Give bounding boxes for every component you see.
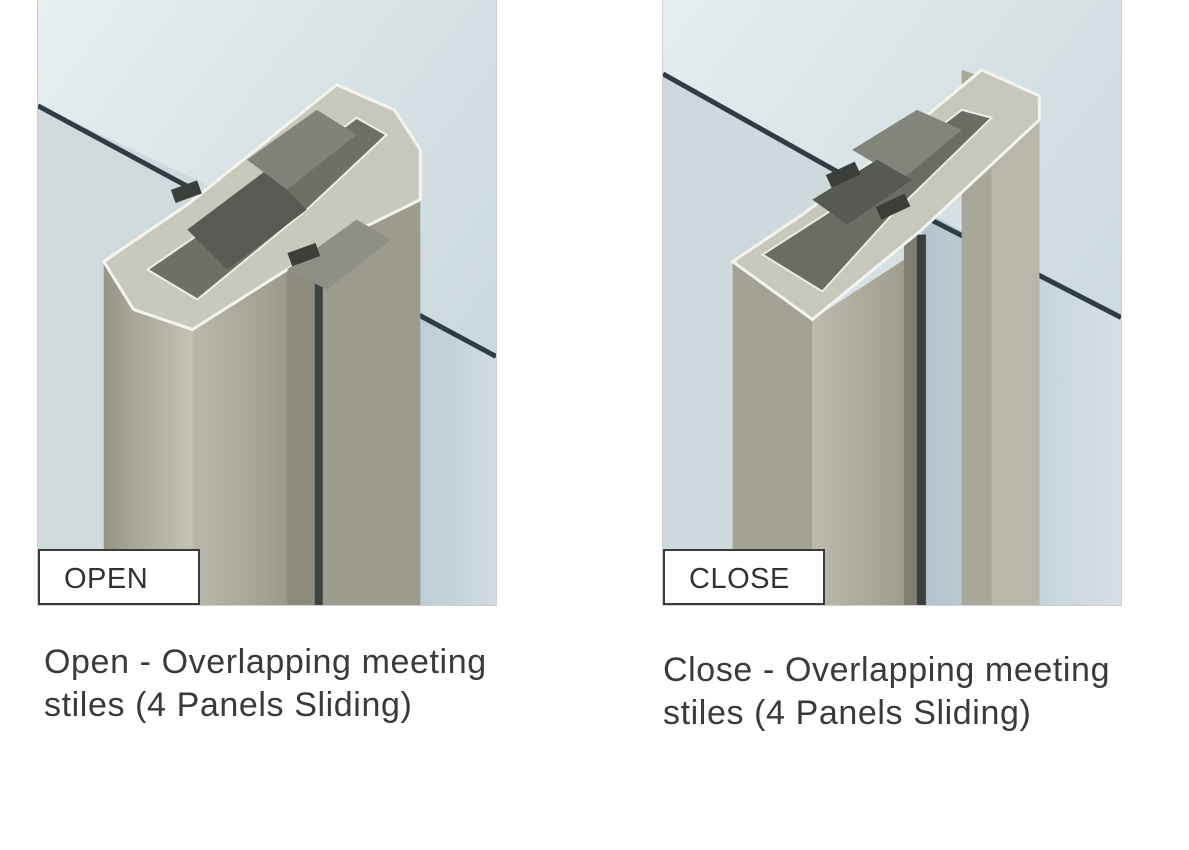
close-badge: CLOSE bbox=[663, 549, 825, 605]
close-caption-line1: Close - Overlapping meeting bbox=[663, 651, 1111, 689]
open-caption: Open - Overlapping meeting stiles (4 Pan… bbox=[44, 641, 604, 727]
open-stile-illustration bbox=[38, 0, 496, 605]
close-stile-image: CLOSE bbox=[662, 0, 1122, 606]
open-badge: OPEN bbox=[38, 549, 200, 605]
close-caption: Close - Overlapping meeting stiles (4 Pa… bbox=[663, 649, 1183, 735]
close-caption-line2: stiles (4 Panels Sliding) bbox=[663, 694, 1032, 732]
open-caption-line1: Open - Overlapping meeting bbox=[44, 643, 487, 681]
open-caption-line2: stiles (4 Panels Sliding) bbox=[44, 686, 413, 724]
close-stile-illustration bbox=[663, 0, 1121, 605]
open-stile-image: OPEN bbox=[37, 0, 497, 606]
